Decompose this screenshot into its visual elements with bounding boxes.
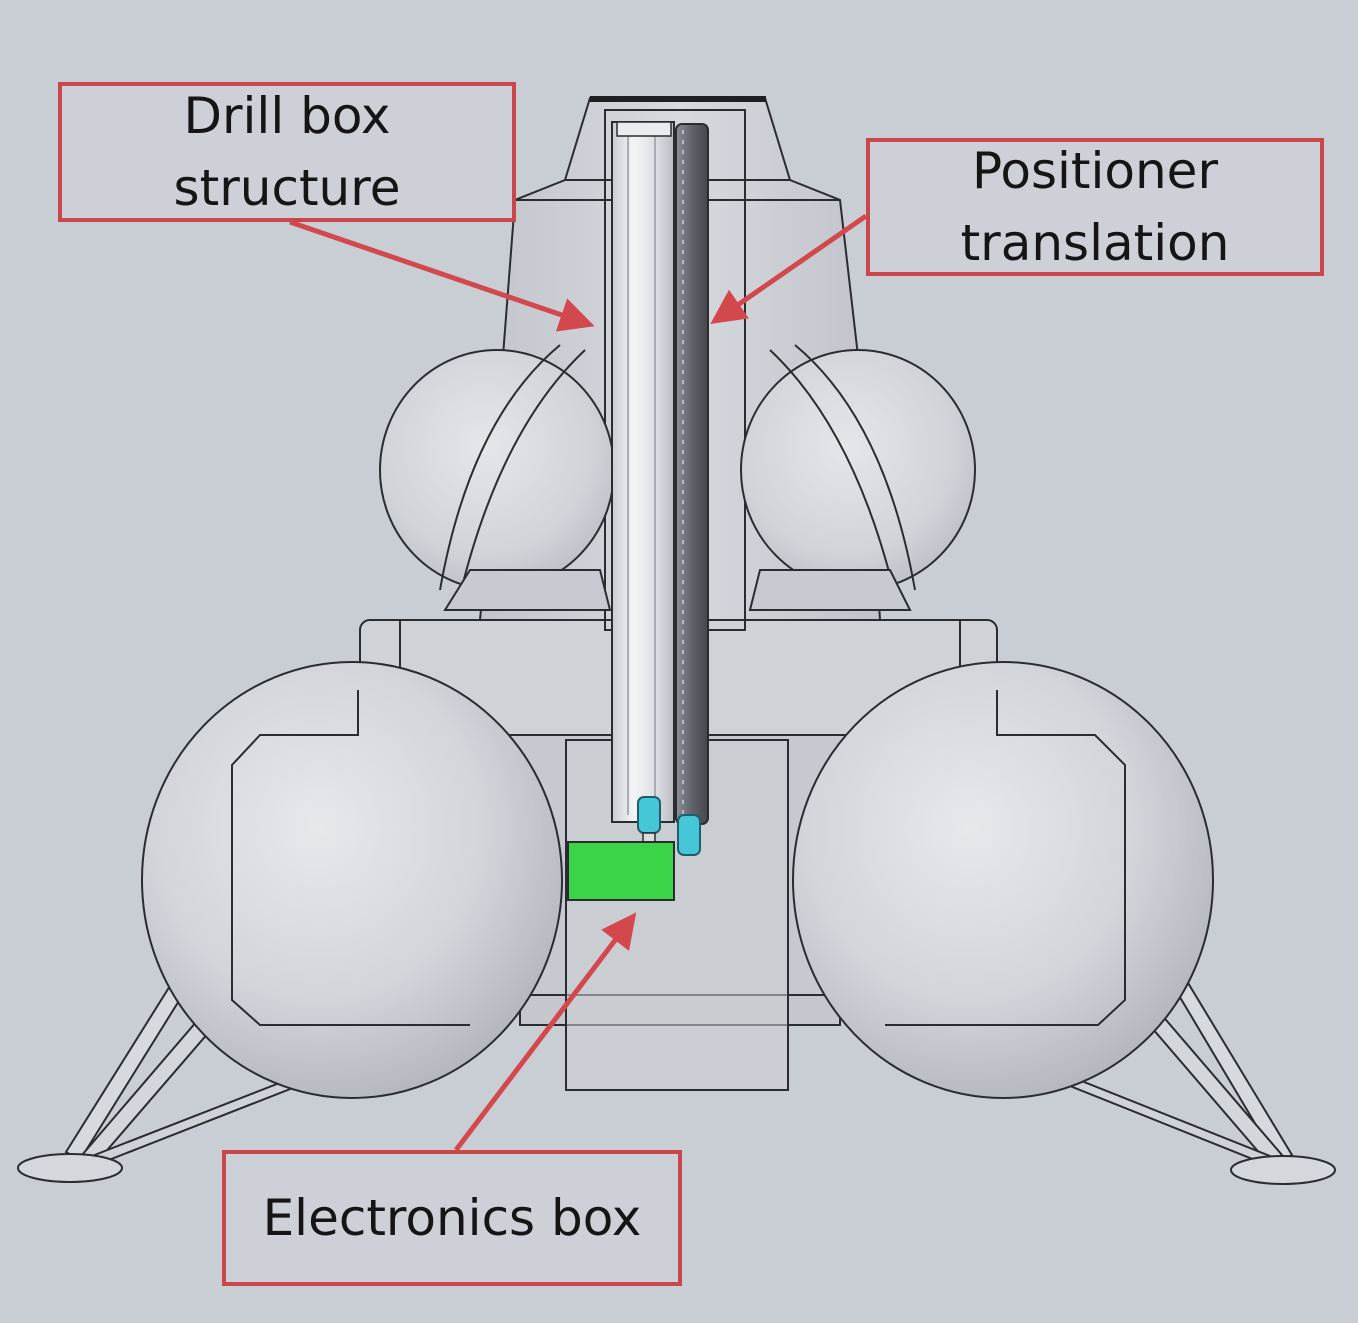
callout-electronics-line1: Electronics box (262, 1189, 642, 1247)
callout-positioner-line2: translation (960, 214, 1230, 272)
lower-right-tank (792, 661, 1214, 1099)
callout-drill-box-line1: Drill box (183, 87, 391, 145)
arrow-electronics (454, 912, 637, 1152)
callout-positioner-line1: Positioner (972, 142, 1218, 200)
positioner-rack (675, 123, 709, 825)
callout-electronics-box: Electronics box (222, 1150, 682, 1286)
leader-arrows (289, 213, 868, 1152)
upper-right-tank (740, 344, 976, 611)
electronics-box (567, 841, 675, 901)
callout-positioner-translation: Positioner translation (866, 138, 1324, 276)
callout-drill-box-line2: structure (173, 159, 401, 217)
lower-left-tank (141, 661, 563, 1099)
connector-right (677, 814, 701, 856)
upper-left-tank (379, 344, 615, 611)
drill-box-structure (611, 121, 675, 823)
callout-drill-box-structure: Drill box structure (58, 82, 516, 222)
arrow-drill-box (289, 219, 595, 332)
arrow-positioner (710, 213, 868, 324)
